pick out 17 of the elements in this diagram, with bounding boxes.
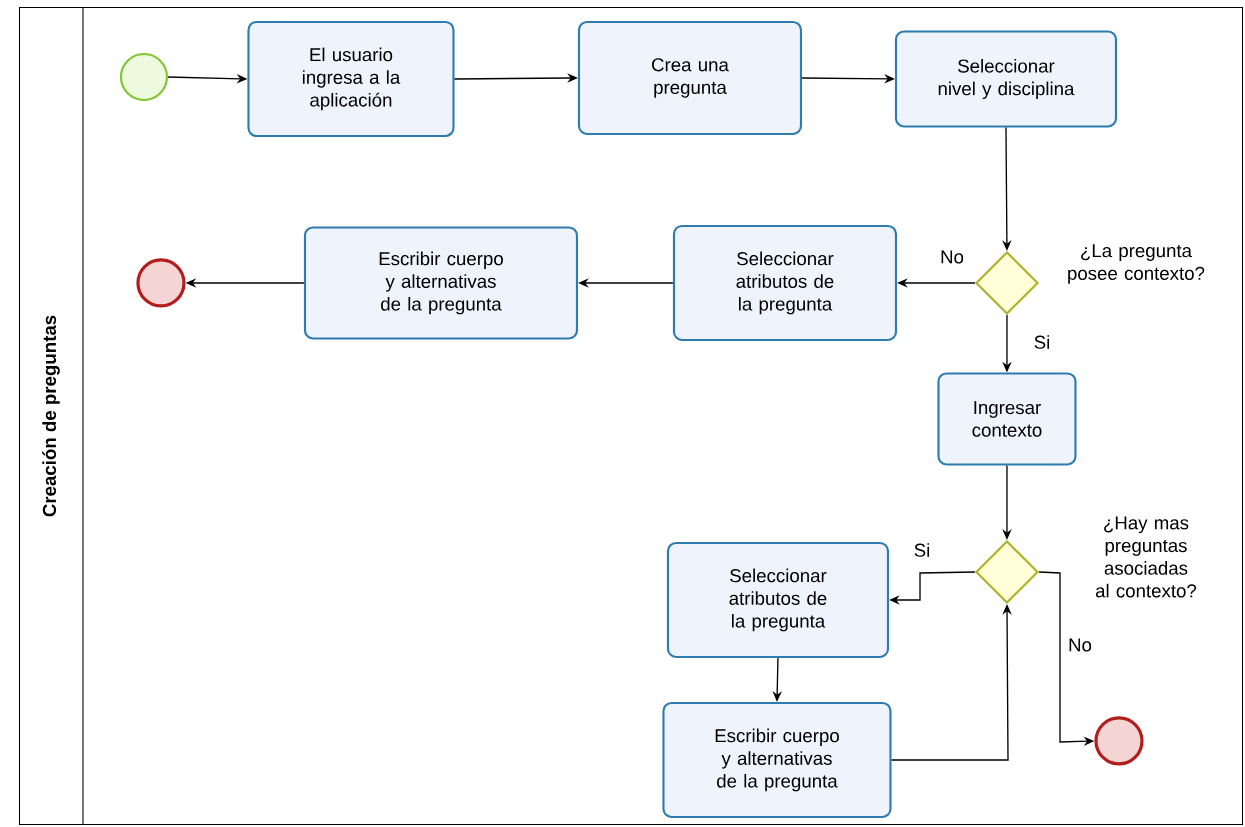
edge-label: Si xyxy=(912,541,932,559)
task-box: Seleccionar atributos de la pregunta xyxy=(666,541,890,659)
task-box: Escribir cuerpo y alternativas de la pregunta xyxy=(303,226,579,340)
task-box: Seleccionar atributos de la pregunta xyxy=(672,224,898,342)
task-box: El usuario ingresa a la aplicación xyxy=(247,20,455,138)
task-box: Escribir cuerpo y alternativas de la pregunta xyxy=(662,701,892,819)
end-event-circle xyxy=(1094,716,1144,766)
edge-label: Si xyxy=(1032,333,1052,351)
edge-label: No xyxy=(938,249,966,265)
question-text: ¿La pregunta posee contexto? xyxy=(1068,244,1205,284)
end-event-circle xyxy=(136,258,186,308)
task-box: Seleccionar nivel y disciplina xyxy=(894,30,1118,128)
task-box: Crea una pregunta xyxy=(577,20,803,136)
edge-label: No xyxy=(1066,637,1094,653)
task-box: Ingresar contexto xyxy=(937,372,1077,466)
question-text: ¿Hay mas preguntas asociadas al contexto? xyxy=(1095,516,1197,598)
start-event-circle xyxy=(119,52,169,102)
